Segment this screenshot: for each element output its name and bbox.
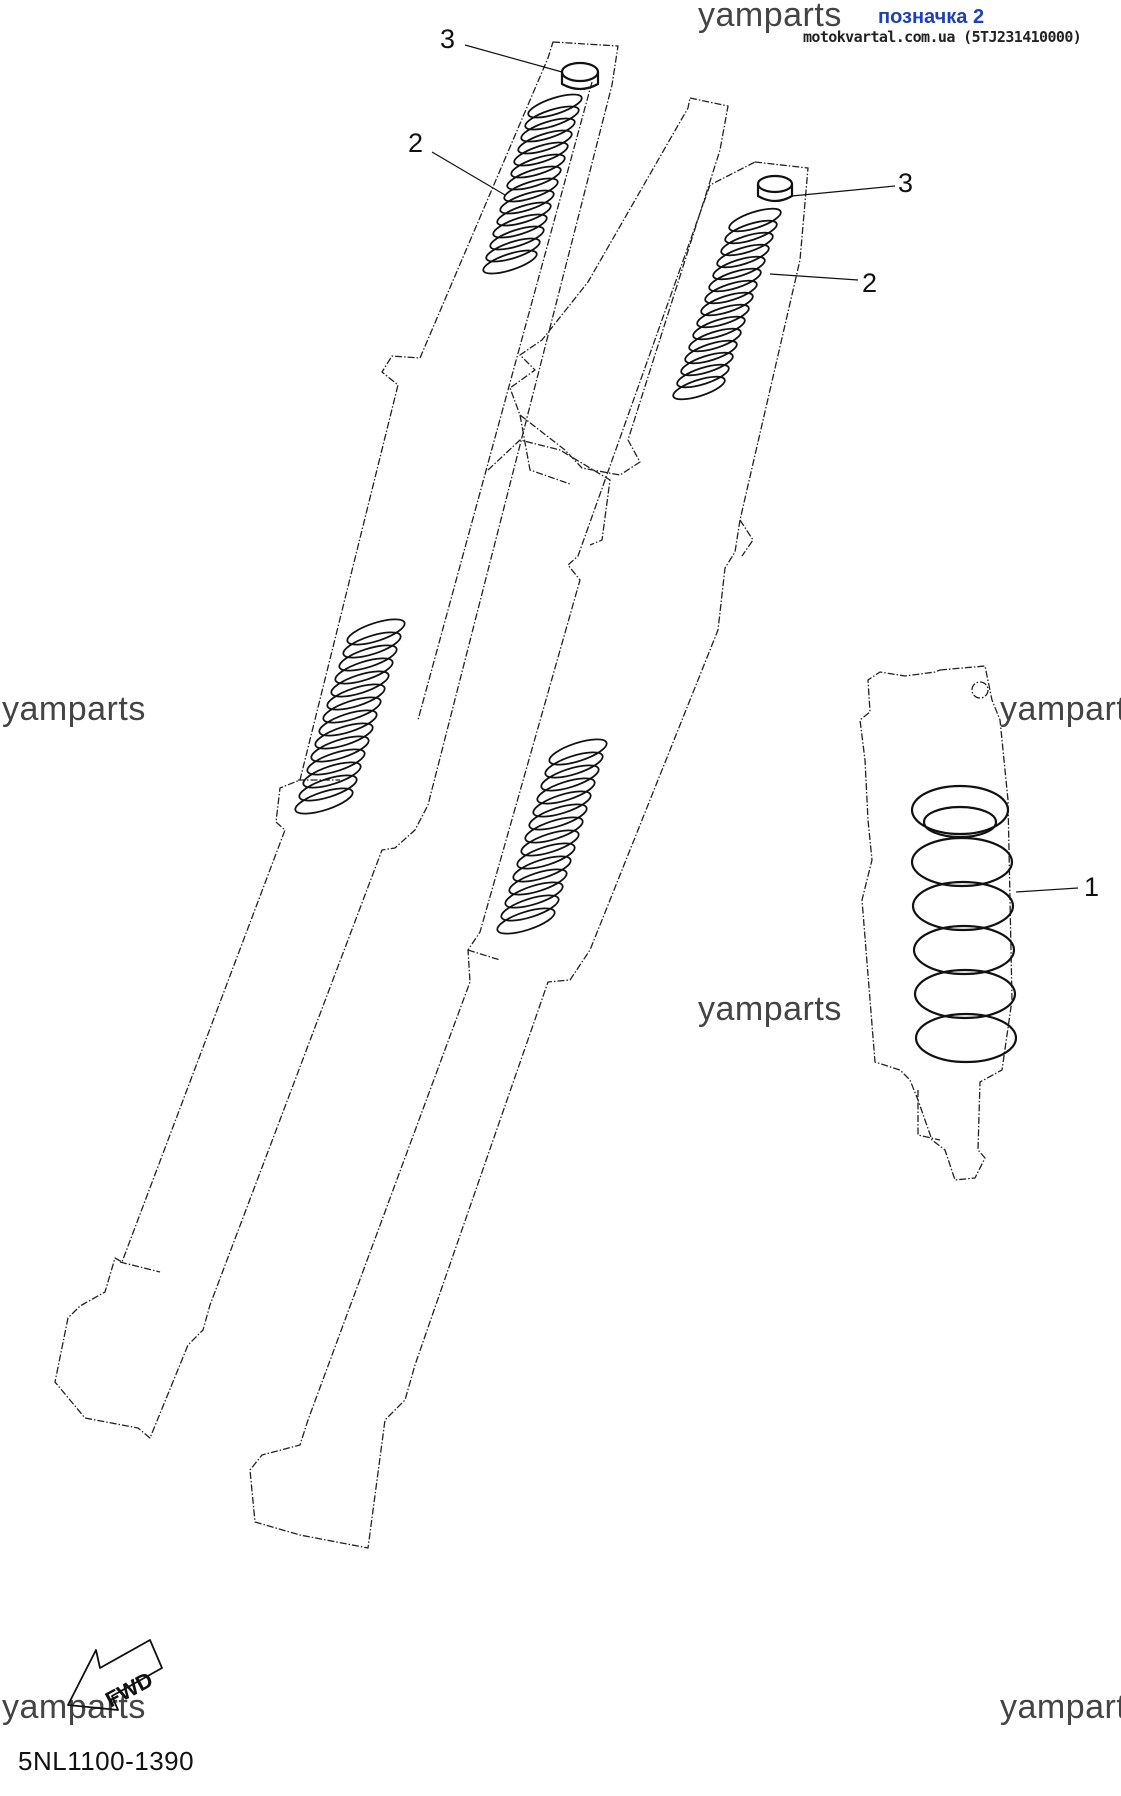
watermark: yamparts [2, 690, 146, 728]
right-fork-lower-spring [496, 738, 608, 935]
watermark: yamparts [698, 0, 842, 34]
rear-shock-body [859, 665, 1013, 1181]
callout-left-cap: 3 [440, 24, 455, 54]
left-fork-cap [560, 61, 600, 91]
header-label: позначка 2 [878, 6, 985, 28]
header-source-text: motokvartal.com.ua (5TJ231410000) [803, 28, 1082, 46]
left-fork-lower-spring [294, 618, 406, 815]
triple-clamp-outline [487, 97, 729, 546]
callout-rear-spring: 1 [1084, 872, 1099, 902]
watermark: yamparts [1000, 1688, 1121, 1726]
right-fork-upper-spring [672, 207, 782, 401]
right-fork-cap [756, 174, 794, 203]
callout-left-spring: 2 [408, 128, 423, 158]
fwd-label: FWD [101, 1667, 157, 1713]
leader-lines [431, 44, 1079, 893]
fwd-arrow-badge: FWD [67, 1639, 163, 1713]
watermark: yamparts [1000, 690, 1121, 728]
watermark: yamparts [698, 990, 842, 1028]
callout-right-spring: 2 [862, 268, 877, 298]
callout-right-cap: 3 [898, 168, 913, 198]
left-fork-upper-spring [482, 93, 583, 275]
right-fork-leg [249, 161, 809, 1549]
rear-shock-spring [910, 784, 1018, 1064]
diagram-code: 5NL1100-1390 [18, 1746, 195, 1776]
